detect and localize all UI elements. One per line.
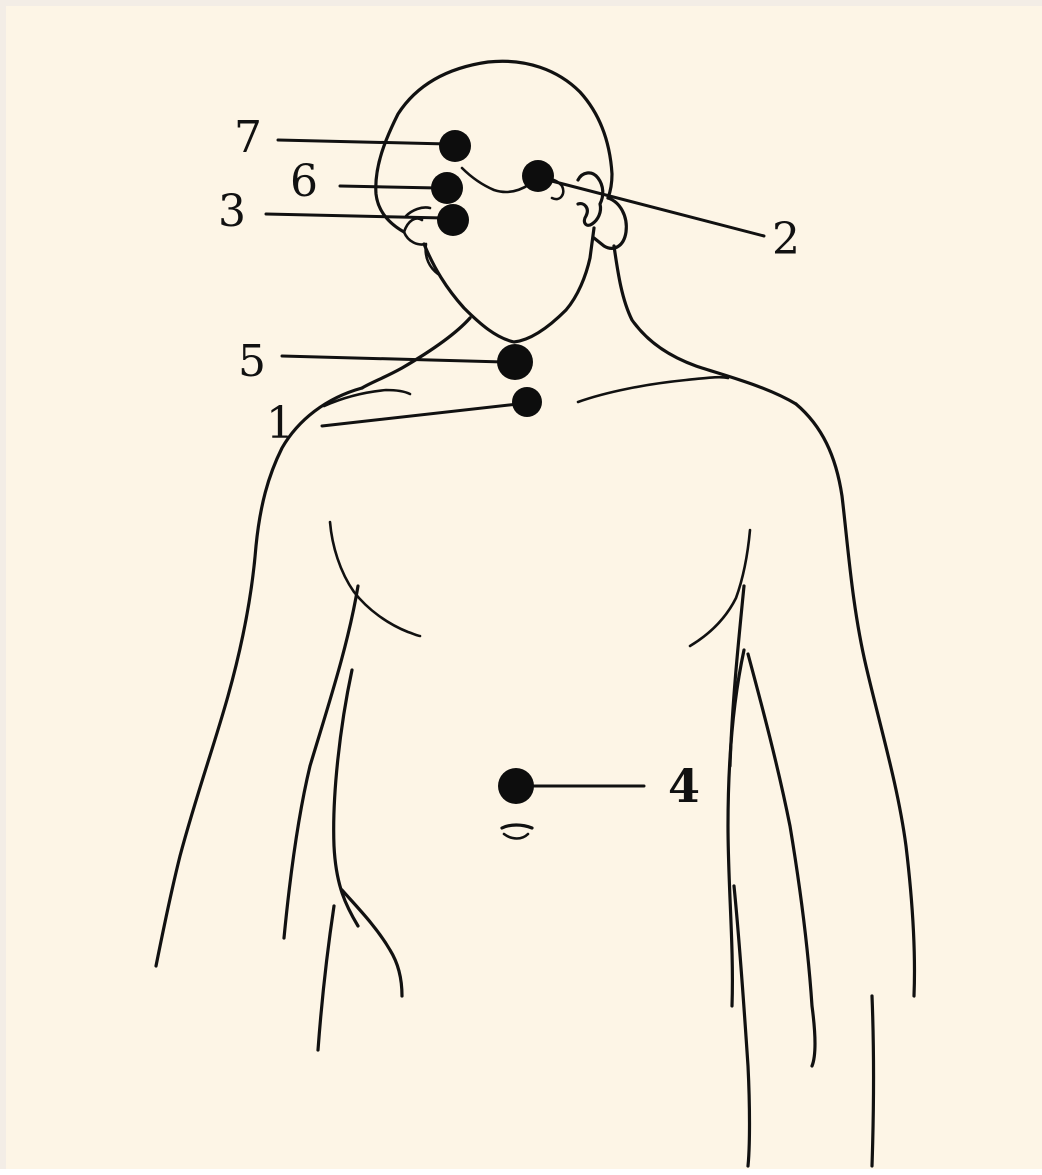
right-arm-inner <box>728 650 744 1006</box>
point-labels: 7 6 3 2 5 1 4 <box>218 112 800 813</box>
ear-outline <box>578 173 626 248</box>
navel-mark <box>502 825 532 828</box>
point-5-marker <box>497 344 533 380</box>
body-outline <box>156 61 915 1166</box>
point-3-label: 3 <box>218 186 246 237</box>
torso-right-lower <box>734 886 750 1166</box>
point-2-label: 2 <box>772 214 800 265</box>
right-arm-outer <box>796 404 915 996</box>
leader-line-7 <box>278 140 448 144</box>
face-left-contour <box>404 232 438 274</box>
torso-right-side <box>730 586 744 766</box>
neck-left <box>362 318 470 388</box>
point-1-marker <box>512 387 542 417</box>
left-arm-inner <box>284 586 358 938</box>
right-arm-inner-2 <box>748 654 815 1066</box>
point-7-marker <box>439 130 471 162</box>
torso-left-lower <box>342 890 402 996</box>
point-6-marker <box>431 172 463 204</box>
leader-line-3 <box>266 214 444 218</box>
point-4-marker <box>498 768 534 804</box>
navel-mark-lower <box>504 834 528 839</box>
right-flank <box>872 996 874 1166</box>
point-2-marker <box>522 160 554 192</box>
torso-left-waist <box>318 906 334 1050</box>
point-4-label: 4 <box>668 759 700 813</box>
nose-curl <box>404 207 430 232</box>
acupoints <box>431 130 554 804</box>
torso-left-side <box>334 670 358 926</box>
point-5-label: 5 <box>238 336 266 387</box>
jaw-outline <box>424 228 594 342</box>
point-3-marker <box>437 204 469 236</box>
head-outline <box>376 61 612 232</box>
body-diagram: 7 6 3 2 5 1 4 <box>6 6 1042 1175</box>
point-7-label: 7 <box>234 112 262 163</box>
point-1-label: 1 <box>266 398 294 449</box>
left-pectoral <box>330 522 420 636</box>
leader-line-6 <box>340 186 438 188</box>
right-collarbone <box>578 377 728 402</box>
left-arm-outer <box>156 388 362 966</box>
leader-line-5 <box>282 356 504 362</box>
leader-line-1 <box>322 404 518 426</box>
leader-lines <box>266 140 764 786</box>
leader-line-2 <box>540 178 764 236</box>
neck-right <box>614 246 796 404</box>
point-6-label: 6 <box>290 156 318 207</box>
